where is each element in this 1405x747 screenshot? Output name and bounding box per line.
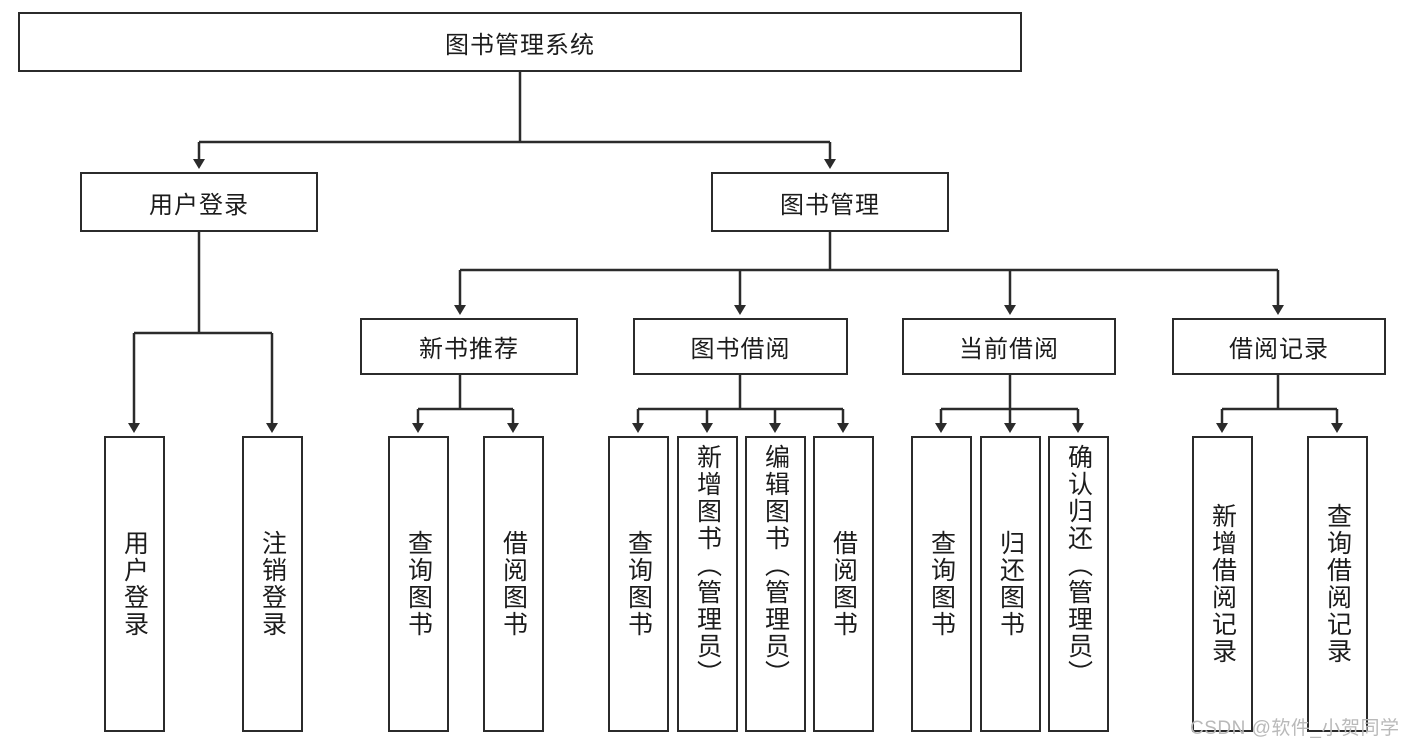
leaf-recommend-query-book[interactable]: 查询图书 bbox=[388, 436, 449, 732]
node-label: 编辑图书（管理员） bbox=[761, 444, 790, 687]
leaf-borrow-add-book-admin[interactable]: 新增图书（管理员） bbox=[677, 436, 738, 732]
leaf-current-return-book[interactable]: 归还图书 bbox=[980, 436, 1041, 732]
node-label: 新增借阅记录 bbox=[1208, 503, 1237, 665]
leaf-borrow-borrow-book[interactable]: 借阅图书 bbox=[813, 436, 874, 732]
node-label: 查询图书 bbox=[404, 530, 433, 638]
node-label: 新书推荐 bbox=[419, 336, 519, 363]
node-label: 图书管理 bbox=[780, 191, 880, 219]
leaf-current-query-book[interactable]: 查询图书 bbox=[911, 436, 972, 732]
node-borrow-record[interactable]: 借阅记录 bbox=[1172, 318, 1386, 375]
node-label: 借阅图书 bbox=[829, 530, 858, 638]
node-label: 图书管理系统 bbox=[445, 31, 595, 59]
leaf-current-confirm-return-admin[interactable]: 确认归还（管理员） bbox=[1048, 436, 1109, 732]
node-label: 用户登录 bbox=[120, 530, 149, 638]
leaf-user-login-login[interactable]: 用户登录 bbox=[104, 436, 165, 732]
node-label: 当前借阅 bbox=[959, 336, 1059, 363]
leaf-borrow-query-book[interactable]: 查询图书 bbox=[608, 436, 669, 732]
node-current-borrow[interactable]: 当前借阅 bbox=[902, 318, 1116, 375]
node-label: 图书借阅 bbox=[690, 336, 791, 363]
node-book-management[interactable]: 图书管理 bbox=[711, 172, 949, 232]
leaf-borrow-edit-book-admin[interactable]: 编辑图书（管理员） bbox=[745, 436, 806, 732]
node-book-borrow[interactable]: 图书借阅 bbox=[633, 318, 848, 375]
node-root-library-system[interactable]: 图书管理系统 bbox=[18, 12, 1022, 72]
node-label: 查询图书 bbox=[624, 530, 653, 638]
node-new-book-recommend[interactable]: 新书推荐 bbox=[360, 318, 578, 375]
node-user-login[interactable]: 用户登录 bbox=[80, 172, 318, 232]
node-label: 查询图书 bbox=[927, 530, 956, 638]
csdn-watermark: CSDN @软件_小贺同学 bbox=[1190, 718, 1400, 739]
node-label: 确认归还（管理员） bbox=[1064, 444, 1093, 687]
node-label: 查询借阅记录 bbox=[1323, 503, 1352, 665]
node-label: 借阅记录 bbox=[1229, 336, 1329, 363]
leaf-user-login-logout[interactable]: 注销登录 bbox=[242, 436, 303, 732]
leaf-recommend-borrow-book[interactable]: 借阅图书 bbox=[483, 436, 544, 732]
leaf-record-query-record[interactable]: 查询借阅记录 bbox=[1307, 436, 1368, 732]
node-label: 新增图书（管理员） bbox=[693, 444, 722, 687]
node-label: 注销登录 bbox=[258, 530, 287, 638]
node-label: 借阅图书 bbox=[499, 530, 528, 638]
node-label: 归还图书 bbox=[996, 530, 1025, 638]
leaf-record-add-record[interactable]: 新增借阅记录 bbox=[1192, 436, 1253, 732]
node-label: 用户登录 bbox=[149, 191, 249, 219]
